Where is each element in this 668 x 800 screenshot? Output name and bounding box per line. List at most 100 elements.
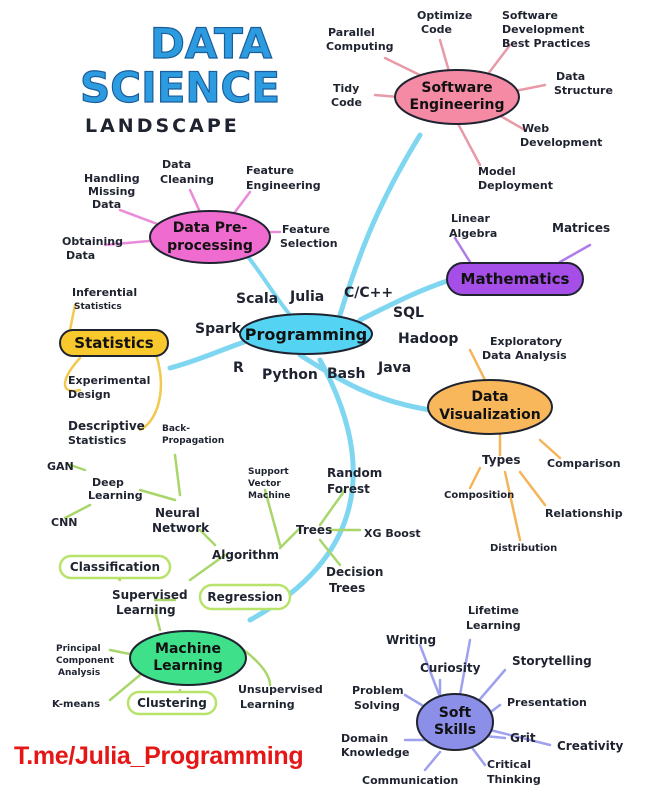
viz-items: Exploratory Data Analysis Types Comparis… [444,335,623,554]
ml-label-1: Machine [155,641,221,657]
stats-bubble [59,329,169,357]
title-block: DATA SCIENCE LANDSCAPE [79,18,280,137]
item-inf-1: Inferential [72,286,137,299]
lang-python: Python [262,367,318,383]
item-storytelling: Storytelling [512,654,592,668]
ml-hub: Machine Learning [129,630,247,686]
programming-hub: Programming [239,313,373,355]
item-web-2: Development [520,136,602,149]
item-problem-2: Solving [354,699,400,712]
software-bubble [394,69,520,125]
item-unsup-1: Unsupervised [238,683,323,696]
item-deploy-1: Model [478,165,516,178]
soft-hub: Soft Skills [416,693,494,751]
stats-items: Inferential Statistics Experimental Desi… [68,286,150,447]
item-missing-2: Missing [88,185,135,198]
title-line3: LANDSCAPE [85,115,240,137]
item-critical-1: Critical [487,758,531,771]
item-nn-1: Neural [155,506,200,520]
viz-bubble [427,379,553,435]
item-clustering: Clustering [137,696,207,710]
soft-bubble [416,693,494,751]
lang-hadoop: Hadoop [398,331,458,347]
watermark-link[interactable]: T.me/Julia_Programming [14,742,304,770]
item-exp-2: Design [68,388,111,401]
item-dl-2: Learning [88,489,143,502]
lang-julia: Julia [289,289,324,305]
software-hub: Software Engineering [394,69,520,125]
item-la-1: Linear [451,212,490,225]
item-kmeans: K-means [52,699,100,710]
lang-spark: Spark [195,321,241,337]
item-domain-2: Knowledge [341,746,410,759]
item-parallel-1: Parallel [328,26,375,39]
item-comparison: Comparison [547,457,621,470]
connector-prog-math [357,277,453,323]
languages: Scala Julia C/C++ SQL Spark Hadoop R Pyt… [195,285,458,383]
stats-label: Statistics [74,334,154,352]
title-line1: DATA [150,19,272,68]
item-unsup-2: Learning [240,698,295,711]
item-exp-1: Experimental [68,374,150,387]
math-hub: Mathematics [446,262,584,296]
dataprep-items: Data Cleaning Feature Engineering Handli… [62,158,338,262]
item-lifetime-2: Learning [466,619,521,632]
item-best-3: Best Practices [502,37,591,50]
item-presentation: Presentation [507,696,587,709]
item-fs-2: Selection [280,237,338,250]
item-backprop-1: Back- [162,424,190,434]
classification-pill [58,554,172,580]
item-optimize-2: Code [421,23,452,36]
dataprep-hub: Data Pre- processing [149,210,271,264]
viz-label-2: Visualization [439,407,540,423]
lang-scala: Scala [236,291,278,307]
item-cleaning-1: Data [162,158,191,171]
item-curiosity: Curiosity [420,661,481,675]
item-eda-2: Data Analysis [482,349,567,362]
math-bubble [446,262,584,296]
item-rf-1: Random [327,466,382,480]
item-optimize-1: Optimize [417,9,472,22]
software-items: Parallel Computing Optimize Code Softwar… [326,9,613,192]
item-tidy-1: Tidy [333,82,359,95]
item-eda-1: Exploratory [490,335,562,348]
ml-bubble [129,630,247,686]
item-svm-2: Vector [248,479,281,489]
item-pca-1: Principal [56,644,101,654]
math-items: Linear Algebra Matrices [449,212,610,240]
item-xgboost: XG Boost [364,527,421,540]
item-dt-2: Trees [329,581,365,595]
item-tidy-2: Code [331,96,362,109]
soft-items: Writing Lifetime Learning Curiosity Stor… [341,604,623,787]
lang-c: C/C++ [344,285,393,301]
programming-label: Programming [245,325,367,344]
item-types: Types [482,453,520,467]
item-missing-1: Handling [84,172,140,185]
item-distribution: Distribution [490,543,557,554]
item-obtaining-2: Data [66,249,95,262]
dataprep-label-1: Data Pre- [173,220,248,236]
item-la-2: Algebra [449,227,497,240]
item-composition: Composition [444,490,514,501]
item-fe-2: Engineering [246,179,321,192]
item-dl-1: Deep [92,476,124,489]
item-writing: Writing [386,633,436,647]
lang-bash: Bash [327,366,365,382]
title-line2: SCIENCE [80,63,280,112]
item-classification: Classification [70,560,160,574]
item-web-1: Web [522,122,549,135]
soft-label-1: Soft [439,705,472,721]
item-nn-2: Network [152,521,210,535]
item-desc-2: Statistics [68,434,127,447]
item-rf-2: Forest [327,482,370,496]
math-label: Mathematics [461,270,570,288]
item-ds-2: Structure [554,84,613,97]
item-ds-1: Data [556,70,585,83]
programming-bubble [239,313,373,355]
item-missing-3: Data [92,198,121,211]
item-gan: GAN [47,460,74,473]
item-cnn: CNN [51,516,78,529]
item-obtaining-1: Obtaining [62,235,123,248]
